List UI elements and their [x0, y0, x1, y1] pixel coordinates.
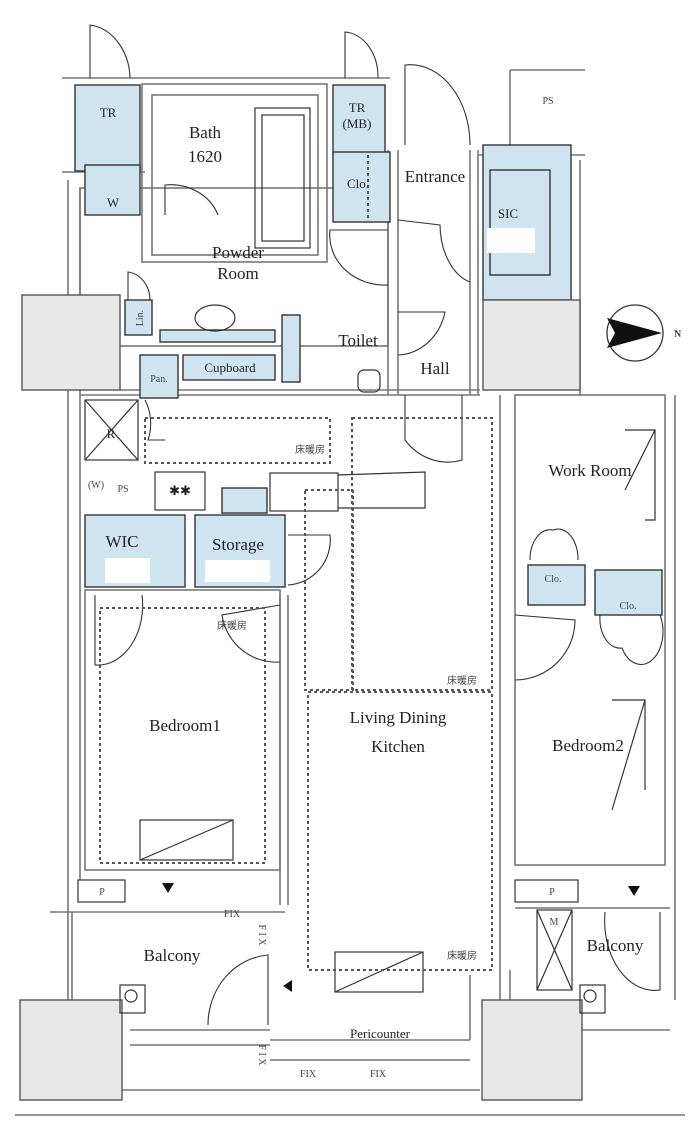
- bath-label: Bath: [189, 123, 222, 142]
- hall-label: Hall: [420, 359, 450, 378]
- closet-entrance-box: [332, 151, 391, 223]
- floor-heating-label: 床暖房: [447, 949, 477, 962]
- linen-box: [124, 299, 153, 336]
- bath-size-label: 1620: [188, 147, 222, 166]
- closet-work-2-box: [594, 569, 663, 616]
- balcony-right-label: Balcony: [587, 936, 644, 955]
- sic-label: SIC: [498, 206, 518, 221]
- powder-room-label-2: Room: [217, 264, 259, 283]
- window-marker-icon: [162, 883, 174, 893]
- pantry-label: Pan.: [150, 374, 168, 385]
- storage-label: Storage: [212, 535, 264, 554]
- stove-icon: ✱✱: [169, 483, 191, 498]
- floor-heating-label: 床暖房: [447, 674, 477, 687]
- pantry-box: [139, 354, 179, 399]
- window-marker-icon: [283, 980, 292, 992]
- refrigerator-label: R: [107, 426, 116, 441]
- washer-small-label: (W): [88, 480, 104, 491]
- washer-box: [84, 164, 141, 216]
- p-right-label: P: [549, 887, 555, 898]
- fix-label: FIX: [370, 1069, 387, 1080]
- work-room-label: Work Room: [548, 461, 631, 480]
- outdoor-unit-right: [481, 999, 583, 1101]
- entrance-label: Entrance: [405, 167, 465, 186]
- wic-label: WIC: [105, 532, 138, 551]
- window-marker-icon: [628, 886, 640, 896]
- pericounter-label: Pericounter: [350, 1026, 411, 1041]
- shaft-left: [21, 294, 121, 391]
- closet-work-1-box: [527, 564, 586, 606]
- floor-heating-label: 床暖房: [217, 619, 247, 632]
- cupboard-box: [182, 354, 276, 381]
- meter-label: M: [550, 917, 559, 928]
- floor-heating-label: 床暖房: [295, 443, 325, 456]
- outdoor-unit-left: [19, 999, 123, 1101]
- ldk-label-2: Kitchen: [371, 737, 425, 756]
- svg-text:N: N: [674, 329, 682, 340]
- closet-entrance-label: Clo.: [347, 176, 369, 191]
- bedroom2-label: Bedroom2: [552, 736, 624, 755]
- fix-label: FIX: [224, 909, 241, 920]
- washer-label: W: [107, 195, 120, 210]
- fix-vertical-label: F I X: [256, 924, 267, 946]
- cupboard-label: Cupboard: [204, 360, 256, 375]
- ps-top-label: PS: [542, 96, 553, 107]
- closet-work-2-label: Clo.: [620, 601, 637, 612]
- balcony-left-label: Balcony: [144, 946, 201, 965]
- walls: [15, 69, 685, 1116]
- powder-room-label: Powder: [212, 243, 264, 262]
- fix-vertical-label: F I X: [256, 1044, 267, 1066]
- shaft-right: [482, 299, 581, 391]
- linen-label: Lin.: [135, 310, 146, 326]
- compass-icon: N: [606, 304, 682, 362]
- ps-kitchen-label: PS: [117, 484, 128, 495]
- closet-work-1-label: Clo.: [545, 574, 562, 585]
- toilet-label: Toilet: [338, 331, 378, 350]
- fixtures: ✱✱: [77, 107, 656, 1014]
- floor-heating-zones: [99, 417, 493, 971]
- tr-box: [74, 84, 141, 172]
- tr-mb-label: TR: [349, 100, 366, 115]
- tr-label: TR: [100, 105, 117, 120]
- doors: [89, 24, 664, 1026]
- ldk-label: Living Dining: [350, 708, 447, 727]
- p-left-label: P: [99, 887, 105, 898]
- bedroom1-label: Bedroom1: [149, 716, 221, 735]
- fix-label: FIX: [300, 1069, 317, 1080]
- tr-mb-label-2: (MB): [343, 116, 372, 131]
